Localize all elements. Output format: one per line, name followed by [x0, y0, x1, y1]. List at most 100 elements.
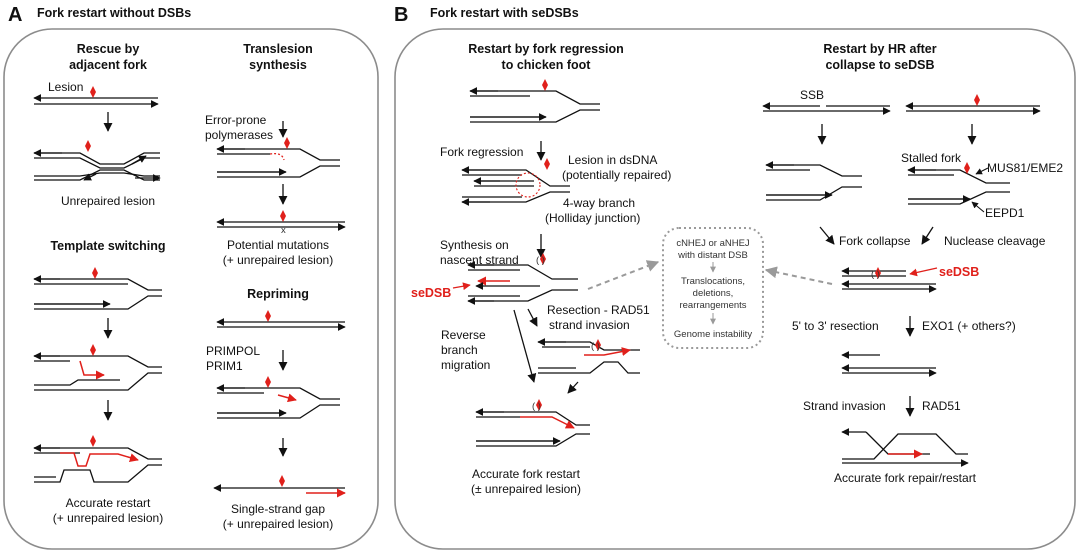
rad51-label: RAD51: [922, 399, 961, 413]
mus81-label: MUS81/EME2: [987, 161, 1063, 175]
stalled-dsdna: [905, 102, 1041, 115]
template-fork-3: [33, 444, 162, 483]
resection-5-3-label: 5' to 3' resection: [792, 319, 879, 333]
lesion-diamond-icon: [90, 86, 96, 98]
lesion-bracket: ( ): [532, 401, 541, 412]
four-way-branch-sub: (Holliday junction): [545, 211, 640, 225]
regression-title-line1: Restart by fork regression: [468, 42, 624, 56]
nhej-label: cNHEJ or aNHEJ: [676, 238, 750, 249]
lesion-dsdna-label: Lesion in dsDNA: [568, 153, 657, 167]
restored-fork: [475, 408, 590, 447]
mus81-pointer: [975, 167, 989, 175]
lesion-diamond-icon: [544, 158, 550, 170]
single-strand-gap-label: Single-strand gap: [231, 502, 325, 516]
resection-label: Resection - RAD51: [547, 303, 650, 317]
ssb-dsdna: [762, 102, 891, 115]
exo1-label: EXO1 (+ others?): [922, 319, 1016, 333]
reverse-label-1: Reverse: [441, 328, 486, 342]
lesion-diamond-icon: [279, 475, 285, 487]
accurate-fork-repair-label: Accurate fork repair/restart: [834, 471, 977, 485]
arrow-collapse-icon: [819, 226, 835, 245]
rearrangements-label: rearrangements: [679, 300, 746, 311]
nuclease-cleavage-label: Nuclease cleavage: [944, 234, 1046, 248]
resection-sub: strand invasion: [549, 318, 630, 332]
lesion-diamond-icon: [974, 94, 980, 106]
potential-mutations-sub: (+ unrepaired lesion): [223, 253, 333, 267]
sedsb-right-label: seDSB: [939, 265, 979, 279]
lesion-diamond-icon: [90, 435, 96, 447]
reverse-label-2: branch: [441, 343, 478, 357]
lesion-bracket: ( ): [536, 255, 545, 266]
repriming-title: Repriming: [247, 287, 309, 301]
lesion-dsdna-sub: (potentially repaired): [562, 168, 671, 182]
red-tls-strand: [269, 152, 285, 161]
resected-end: [841, 351, 937, 377]
lesion-diamond-icon: [280, 210, 286, 222]
single-strand-gap-sub: (+ unrepaired lesion): [223, 517, 333, 531]
d-loop: [841, 428, 969, 467]
arrow-back-from-invasion: [567, 381, 579, 394]
converging-forks: [33, 149, 161, 182]
rescue-dsdna: [33, 94, 159, 108]
template-fork-2: [33, 352, 162, 391]
sedsb-right-pointer: [909, 267, 938, 277]
rescue-title-line2: adjacent fork: [69, 58, 147, 72]
red-switched-strand: [60, 452, 139, 467]
ssb-label: SSB: [800, 88, 824, 102]
lesion-bracket: ( ): [591, 341, 600, 352]
panel-a-letter: A: [8, 4, 22, 26]
lesion-diamond-icon: [90, 344, 96, 356]
stalled-fork: [907, 166, 1010, 205]
lesion-diamond-icon: [284, 137, 290, 149]
synthesis-label: Synthesis on: [440, 238, 509, 252]
accurate-fork-restart-sub: (± unrepaired lesion): [471, 482, 581, 496]
tls-title-line1: Translesion: [243, 42, 312, 56]
error-prone-label: Error-prone: [205, 113, 267, 127]
panel-a-title: Fork restart without DSBs: [37, 6, 191, 20]
regression-fork-1: [469, 87, 600, 123]
repriming-fork: [216, 384, 340, 419]
template-fork-1: [33, 275, 162, 310]
dashed-arrow-icon: [587, 260, 660, 290]
template-switching-title: Template switching: [50, 239, 165, 253]
sedsb-left-label: seDSB: [411, 286, 451, 300]
red-nascent-strand: [79, 360, 105, 380]
polymerases-label: polymerases: [205, 128, 273, 142]
red-restored-strand: [520, 416, 575, 429]
holliday-junction-circle: [515, 172, 541, 198]
rescue-title-line1: Rescue by: [77, 42, 140, 56]
hr-title-line1: Restart by HR after: [823, 42, 936, 56]
deletions-label: deletions,: [693, 288, 734, 299]
tls-fork: [216, 145, 340, 178]
lesion-diamond-icon: [92, 267, 98, 279]
strand-invasion-label: Strand invasion: [803, 399, 886, 413]
invasion-structure: [537, 338, 640, 374]
lesion-diamond-icon: [265, 310, 271, 322]
eepd1-pointer: [971, 201, 985, 213]
prim1-label: PRIM1: [206, 359, 243, 373]
distant-dsb-label: with distant DSB: [677, 250, 748, 261]
hr-title-line2: collapse to seDSB: [825, 58, 934, 72]
translocations-label: Translocations,: [681, 276, 745, 287]
potential-mutations-label: Potential mutations: [227, 238, 329, 252]
panel-b-letter: B: [394, 4, 408, 26]
fork-regression-label: Fork regression: [440, 145, 523, 159]
red-invading-strand: [584, 347, 631, 356]
stalled-fork-label: Stalled fork: [901, 151, 962, 165]
lesion-diamond-icon: [265, 376, 271, 388]
reverse-label-3: migration: [441, 358, 490, 372]
accurate-restart-sub: (+ unrepaired lesion): [53, 511, 163, 525]
synthesis-sub: nascent strand: [440, 253, 519, 267]
eepd1-label: EEPD1: [985, 206, 1025, 220]
tls-title-line2: synthesis: [249, 58, 307, 72]
genome-instability-box: [662, 227, 764, 349]
arrow-reverse-branch: [513, 309, 537, 383]
regression-title-line2: to chicken foot: [502, 58, 592, 72]
accurate-fork-restart-label: Accurate fork restart: [472, 467, 581, 481]
lesion-bracket: ( ): [871, 269, 880, 280]
sedsb-left-pointer: [452, 282, 471, 291]
lesion-diamond-icon: [542, 79, 548, 91]
arrow-cleavage-icon: [921, 226, 934, 245]
ssb-fork: [765, 161, 862, 201]
